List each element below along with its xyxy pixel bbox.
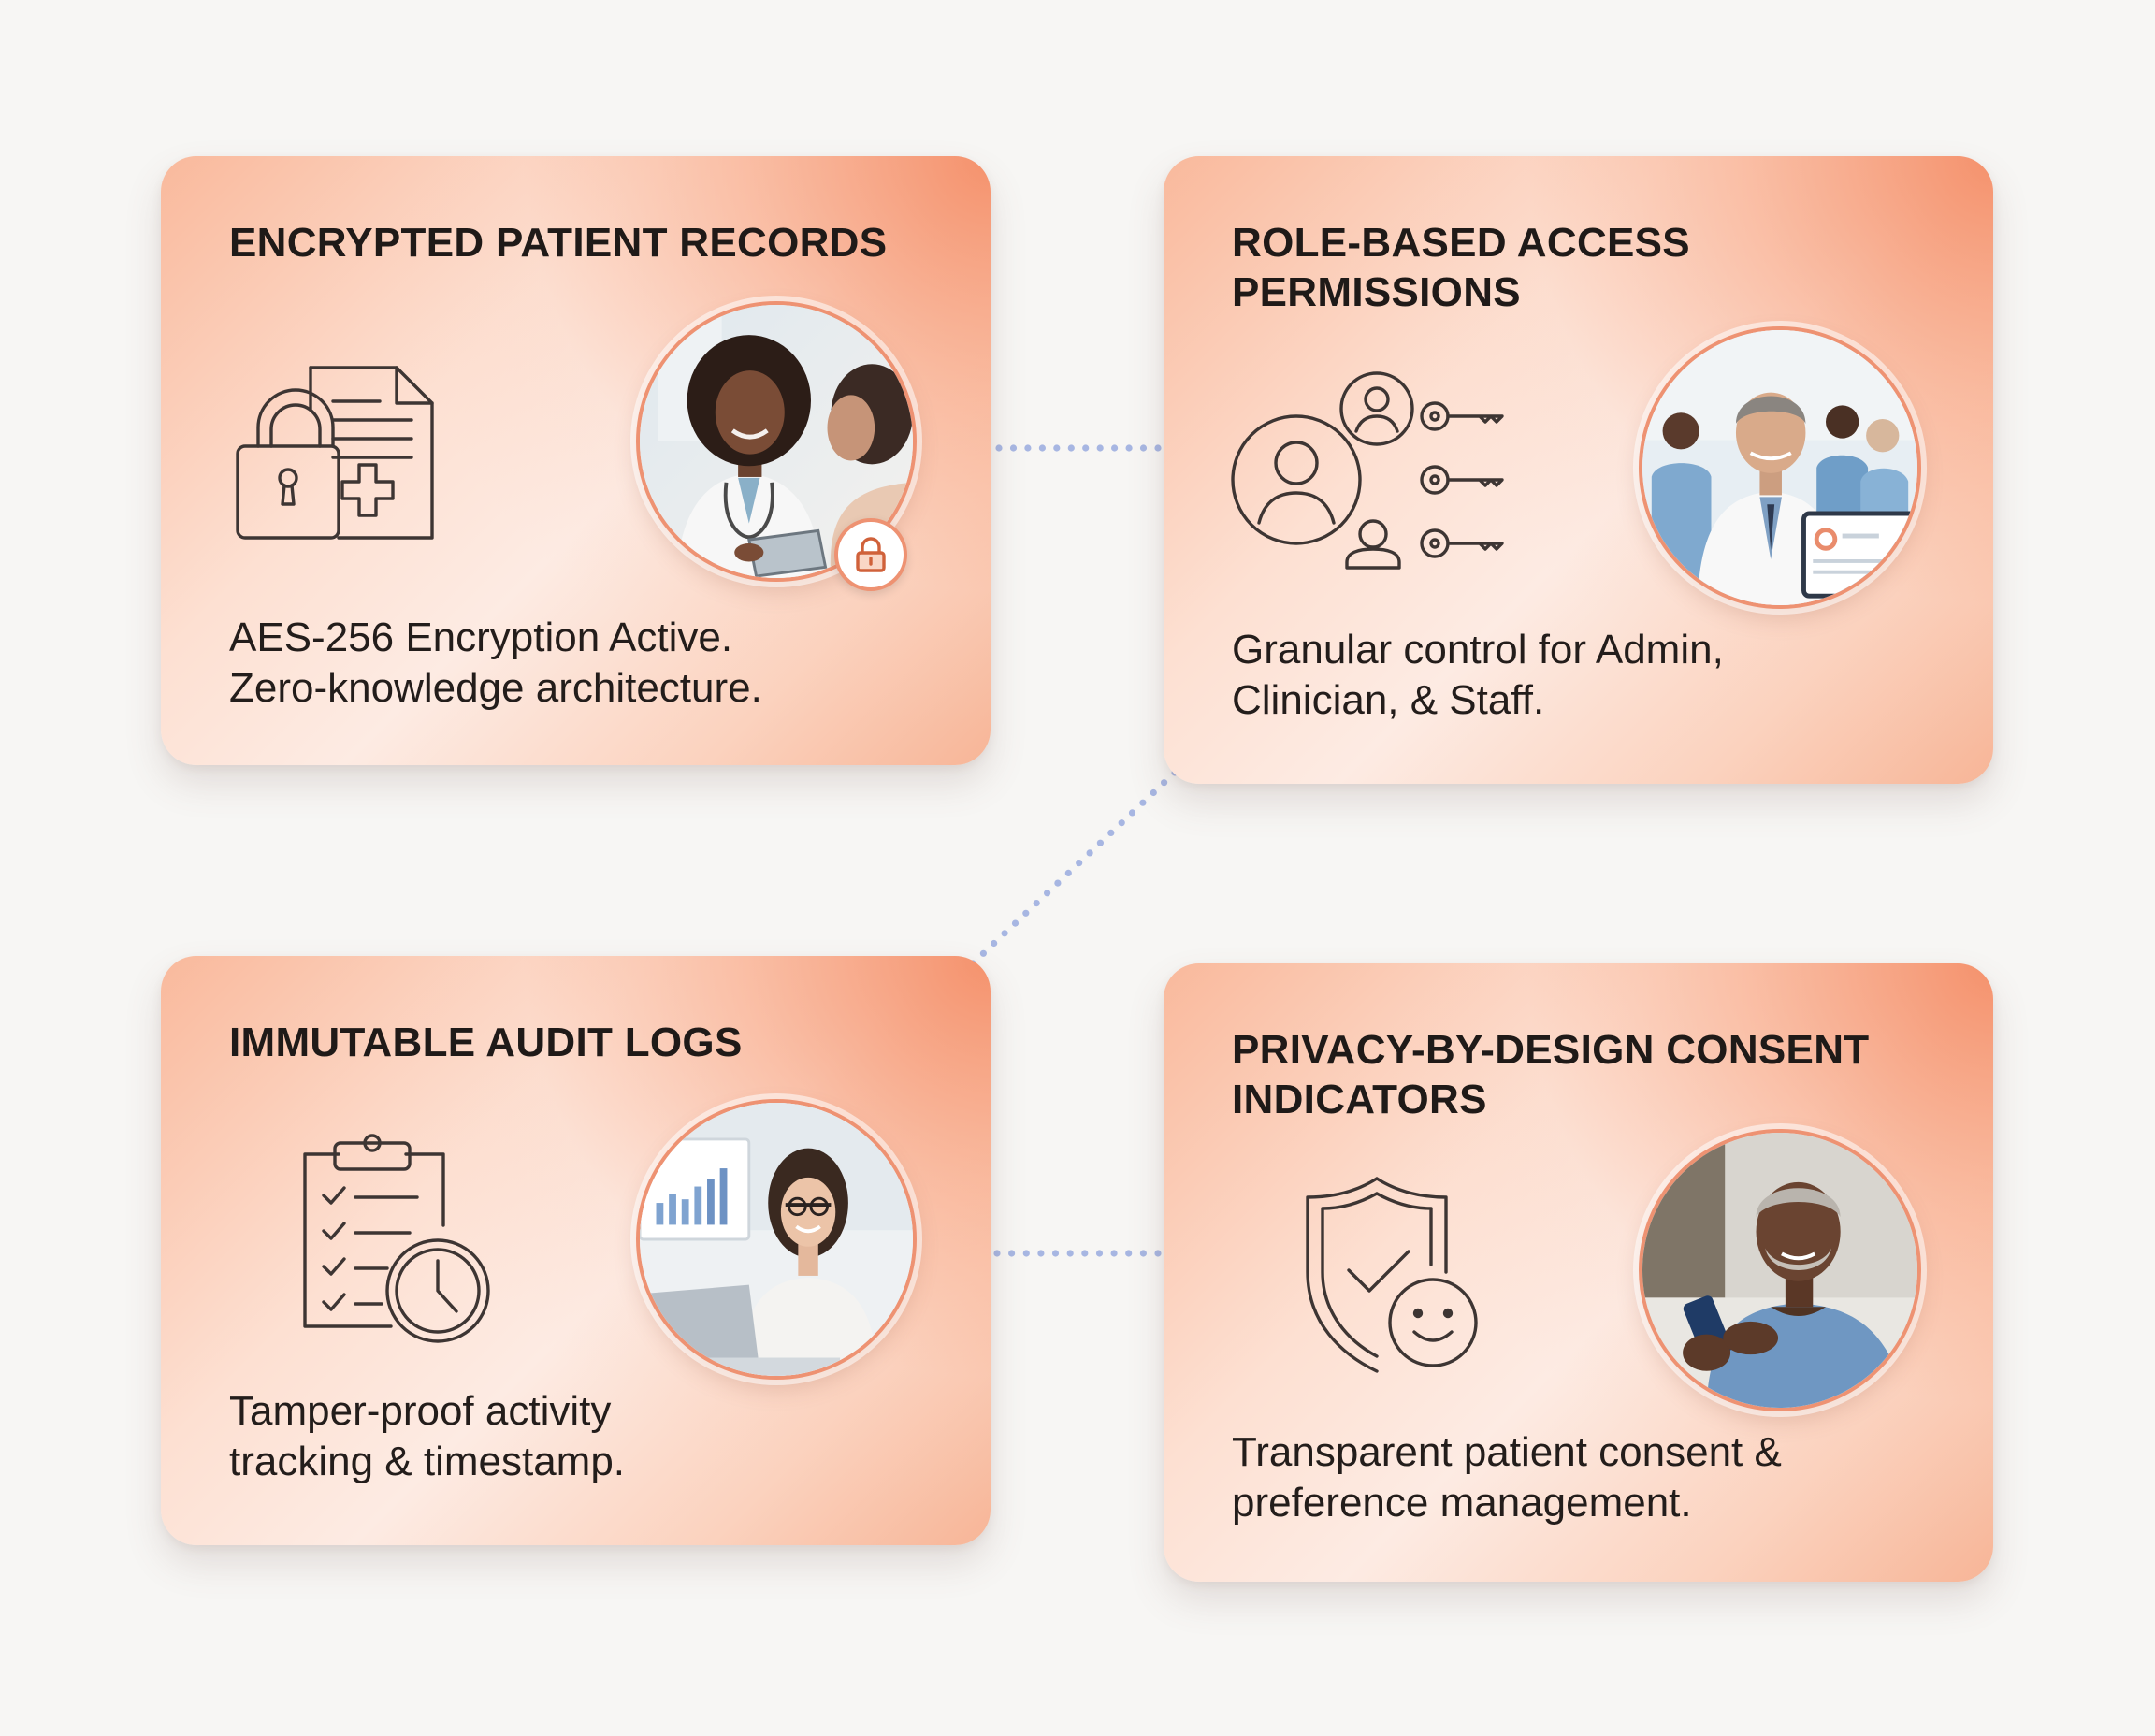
- connector-dot: [1008, 1250, 1016, 1257]
- connector-dot: [1150, 788, 1157, 797]
- connector-dot: [1082, 444, 1090, 452]
- connector-dot: [1139, 1250, 1147, 1257]
- connector-dot: [995, 444, 1003, 452]
- card-immutable-audit-logs[interactable]: IMMUTABLE AUDIT LOGS: [161, 956, 991, 1545]
- connector-dot: [1096, 839, 1104, 846]
- medical-team-dashboard-photo: [1639, 326, 1921, 609]
- connector-dot: [1067, 444, 1075, 452]
- connector-dot: [1054, 879, 1062, 887]
- connector-dot: [1139, 444, 1148, 452]
- connector-dot: [1107, 829, 1115, 837]
- connector-dot: [1011, 919, 1020, 927]
- connector-dot: [1154, 444, 1162, 452]
- connector-dot: [1086, 849, 1093, 857]
- connector-dot: [1118, 819, 1125, 827]
- shield-check-smiley-icon: [1300, 1171, 1487, 1386]
- connector-dot: [1022, 909, 1030, 917]
- connector-dot: [1125, 444, 1133, 452]
- connector-dot: [1001, 930, 1008, 937]
- connector-dot: [1125, 1250, 1133, 1257]
- connector-dot: [1044, 890, 1051, 897]
- man-using-smartphone-photo: [1639, 1129, 1921, 1411]
- connector-dot: [991, 939, 998, 948]
- connector-dot: [1110, 1250, 1118, 1257]
- card-title: ENCRYPTED PATIENT RECORDS: [229, 220, 888, 266]
- connector-dot: [1022, 1250, 1030, 1257]
- connector-dot: [1053, 444, 1061, 452]
- connector-bottom: [993, 1250, 1162, 1257]
- connector-dot: [1139, 799, 1147, 806]
- clipboard-checklist-clock-icon: [297, 1134, 494, 1349]
- card-title: IMMUTABLE AUDIT LOGS: [229, 1020, 743, 1065]
- card-title: ROLE-BASED ACCESS PERMISSIONS: [1232, 220, 1690, 315]
- connector-dot: [1096, 444, 1104, 452]
- connector-dot: [1076, 860, 1083, 867]
- connector-dot: [1161, 779, 1168, 787]
- connector-dot: [1064, 869, 1072, 877]
- connector-top: [995, 444, 1162, 452]
- connector-dot: [1066, 1250, 1074, 1257]
- connector-dot: [1154, 1250, 1162, 1257]
- card-role-based-access[interactable]: ROLE-BASED ACCESS PERMISSIONS: [1164, 156, 1993, 784]
- connector-dot: [993, 1250, 1001, 1257]
- connector-dot: [1051, 1250, 1060, 1257]
- connector-dot: [1081, 1250, 1089, 1257]
- doctor-consulting-patient-tablet-photo: [636, 301, 917, 582]
- card-encrypted-patient-records[interactable]: ENCRYPTED PATIENT RECORDS: [161, 156, 991, 765]
- lock-document-medical-icon: [228, 356, 443, 543]
- card-description: Granular control for Admin, Clinician, &…: [1232, 627, 1724, 723]
- card-description: AES-256 Encryption Active. Zero-knowledg…: [229, 615, 762, 711]
- card-title: PRIVACY-BY-DESIGN CONSENT INDICATORS: [1232, 1027, 1870, 1122]
- connector-dot: [979, 949, 987, 957]
- analyst-laptop-charts-photo: [636, 1099, 917, 1380]
- card-description: Tamper-proof activity tracking & timesta…: [229, 1388, 626, 1484]
- users-keys-icon: [1231, 369, 1511, 575]
- card-privacy-by-design-consent[interactable]: PRIVACY-BY-DESIGN CONSENT INDICATORS: [1164, 963, 1993, 1582]
- connector-dot: [1037, 1250, 1045, 1257]
- connector-dot: [1111, 444, 1119, 452]
- connector-dot: [1024, 444, 1032, 452]
- connector-dot: [1038, 444, 1046, 452]
- connector-dot: [1128, 809, 1136, 817]
- padlock-badge-icon: [834, 518, 907, 591]
- card-description: Transparent patient consent & preference…: [1232, 1429, 1782, 1526]
- connector-dot: [1095, 1250, 1104, 1257]
- connector-diagonal: [969, 769, 1179, 967]
- connector-dot: [1009, 444, 1018, 452]
- connector-dot: [1033, 900, 1040, 907]
